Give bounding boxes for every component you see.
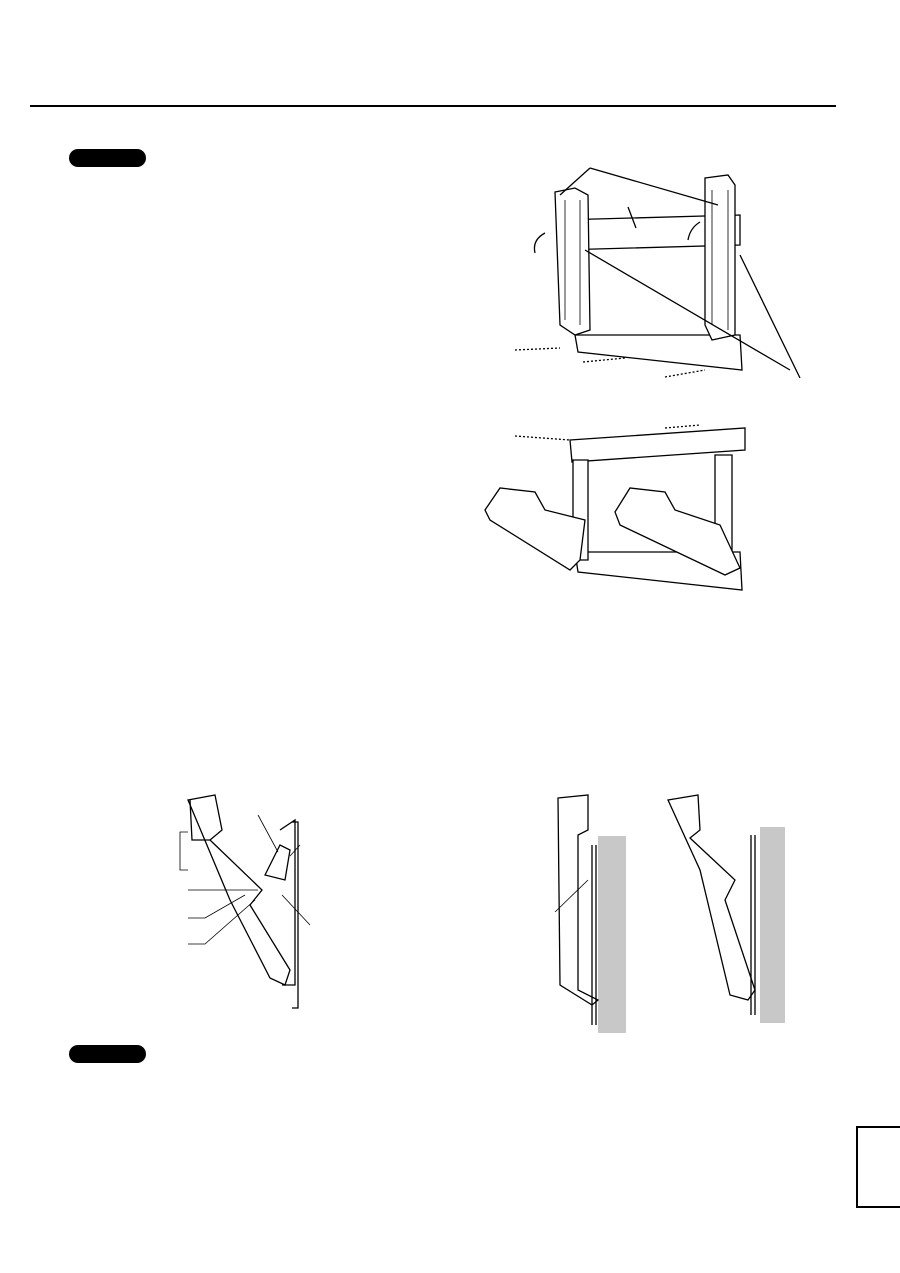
bracket-open-illustration — [484, 424, 746, 591]
wall-mount-illustration — [554, 794, 785, 1033]
side-view-adjust-illustration — [179, 794, 311, 1009]
header-rule — [30, 105, 836, 107]
wall-right — [760, 827, 785, 1023]
note-badge-bottom — [69, 1045, 146, 1063]
wall-left — [598, 836, 626, 1033]
note-badge-top — [69, 149, 146, 167]
page-tab-box — [856, 1126, 900, 1208]
bracket-fold-illustration — [514, 167, 801, 379]
